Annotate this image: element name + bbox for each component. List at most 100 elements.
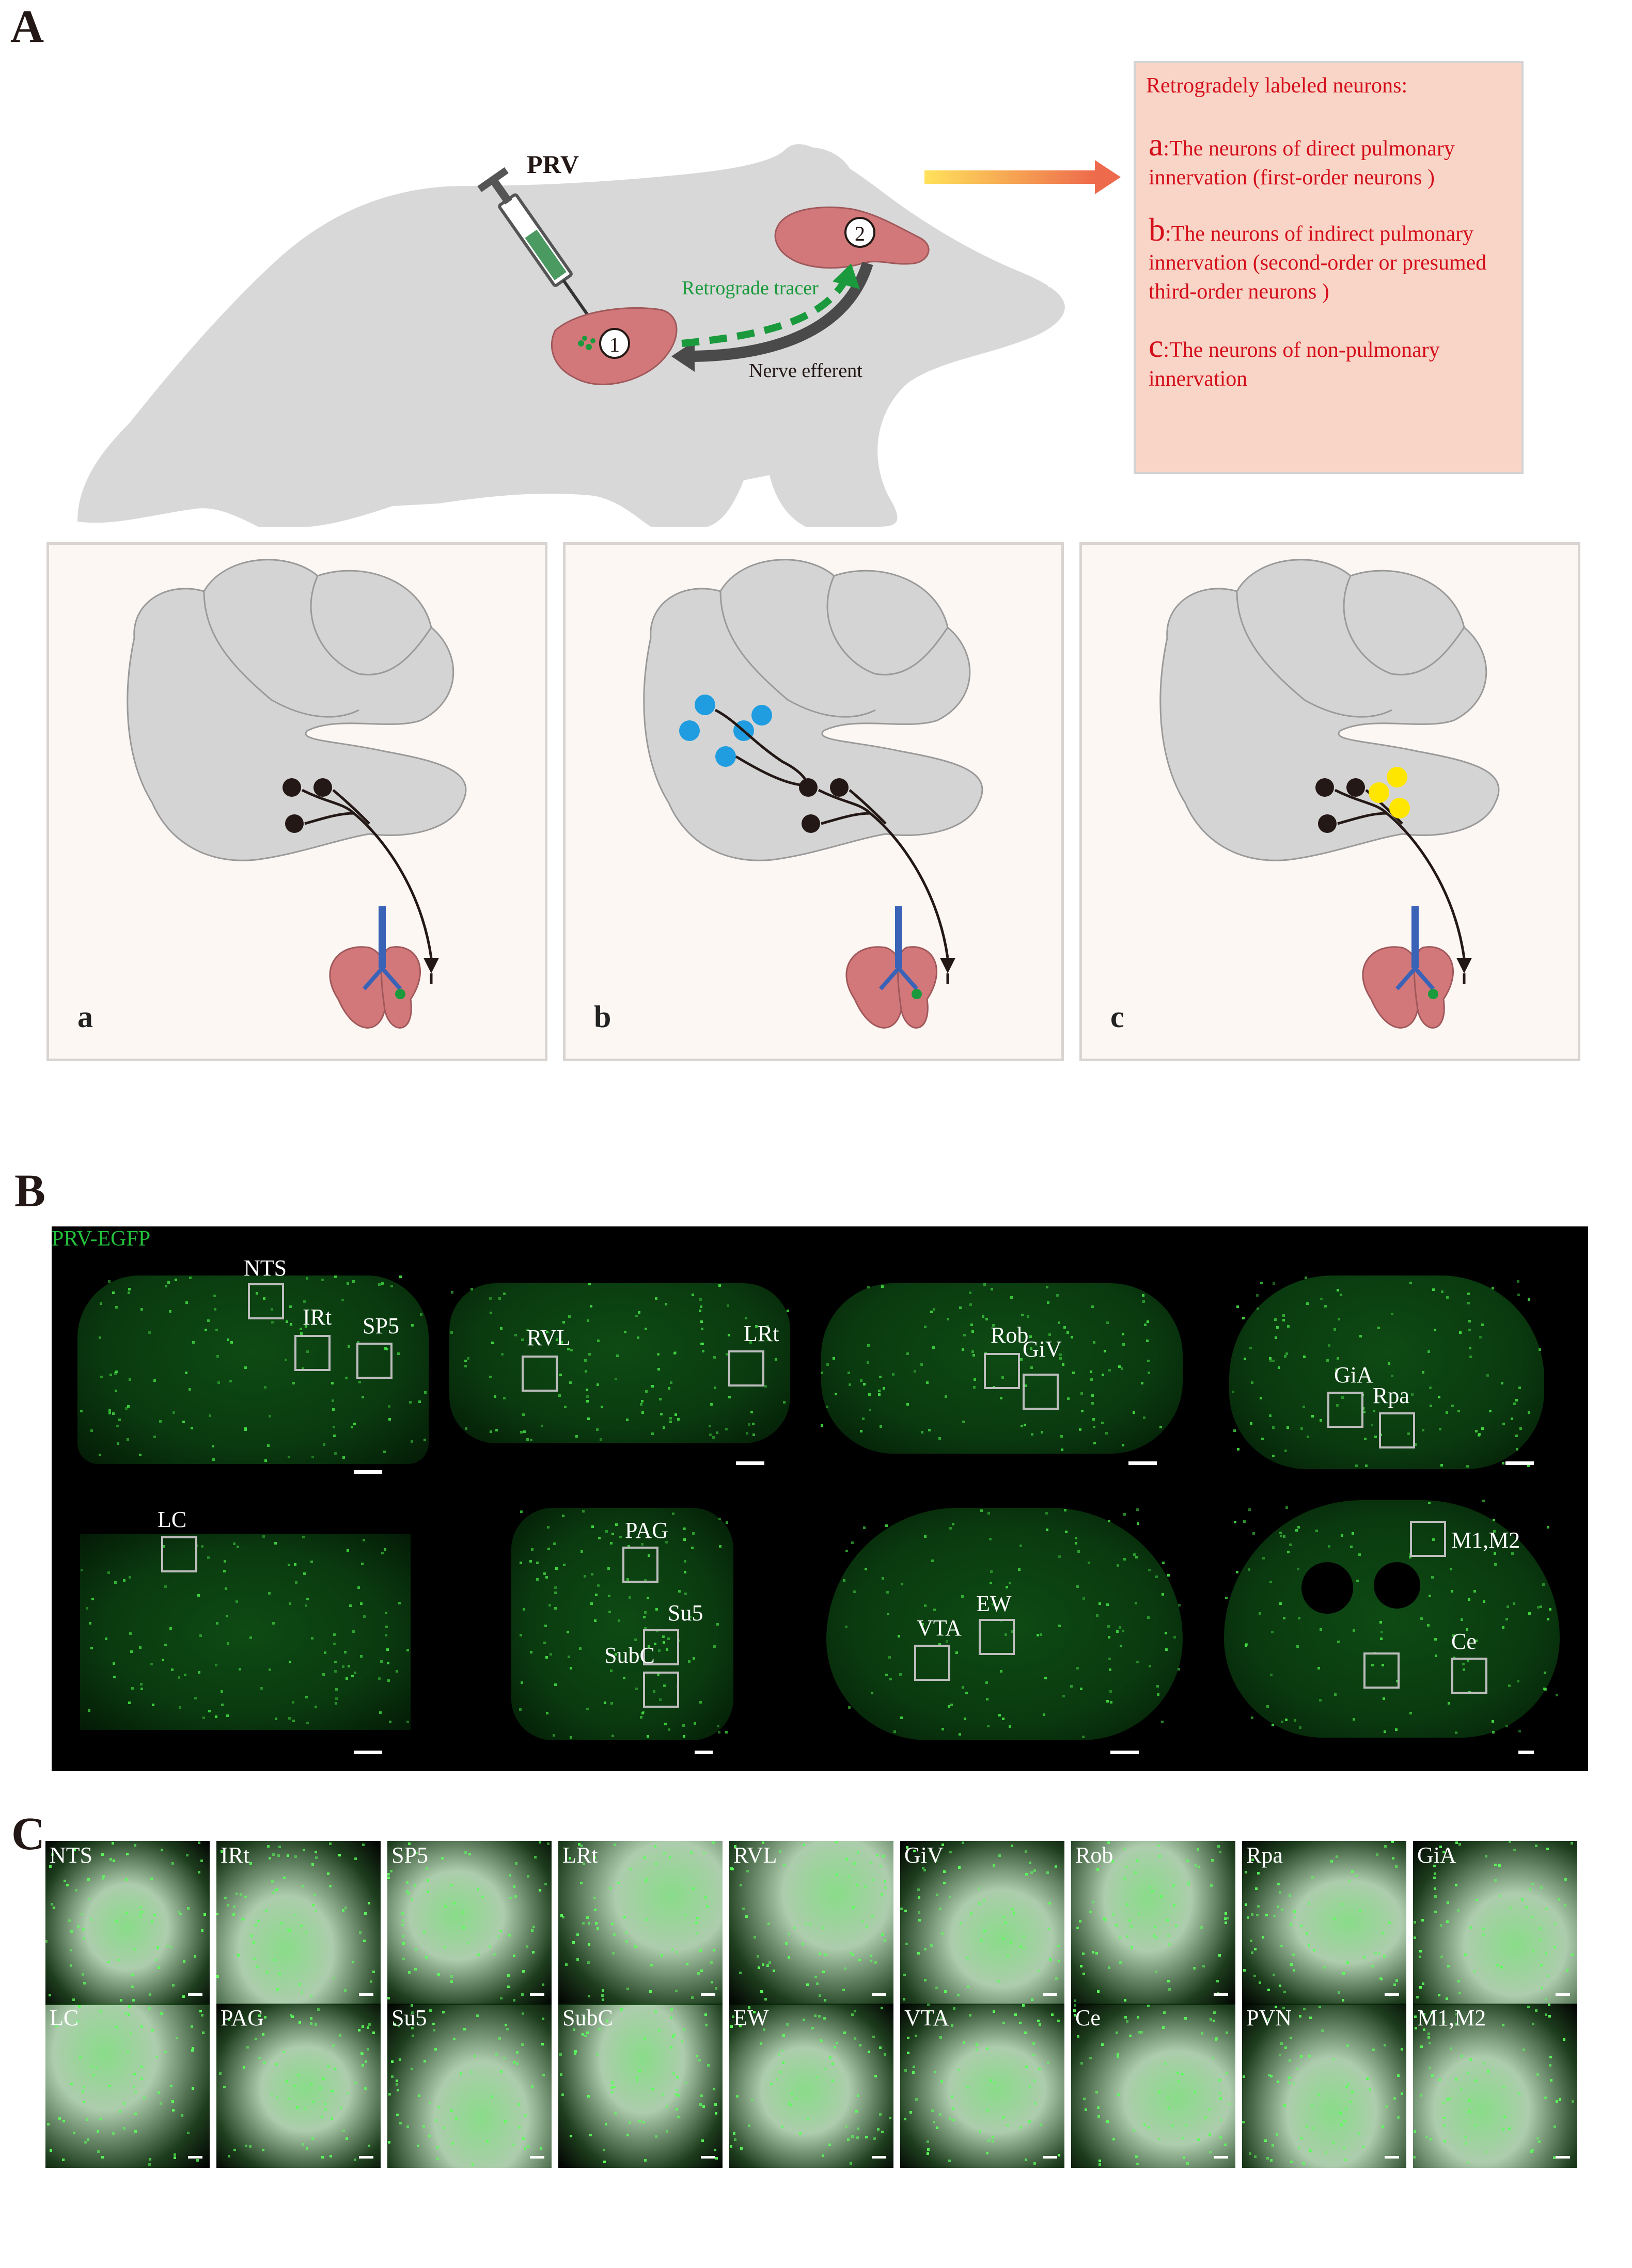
region-label-subc: SubC [604,1643,655,1668]
magnified-tile-label: Rob [1075,1842,1113,1868]
fluorescent-labeled-cells [1242,2004,1406,2168]
step-2-number: 2 [855,222,865,245]
non-pulmonary-neuron [1389,798,1410,818]
region-box-rpa [1379,1412,1415,1448]
region-box-ce [1451,1658,1487,1694]
magnified-tile-label: SubC [562,2005,613,2030]
slice-fluorescent-cells [826,1508,828,1509]
tile-scale-bar [1214,1993,1228,1996]
fluorescent-labeled-cells [1242,1841,1406,2005]
legend-item-a: a:The neurons of direct pulmonary innerv… [1149,128,1520,192]
lung-tracer-spot [912,989,922,999]
second-order-neuron [715,746,736,767]
region-box-gia [1327,1392,1363,1428]
region-box-m1m2 [1410,1521,1446,1557]
tile-scale-bar [530,1993,544,1996]
region-box-nts [248,1283,284,1319]
magnified-tile-label: RVL [733,1842,777,1868]
retrograde-tracer-label: Retrograde tracer [682,277,819,299]
legend-pointer-arrow [924,170,1095,184]
region-label-m1m2: M1,M2 [1451,1527,1520,1553]
brain-slice-7 [826,1508,1183,1740]
brain-slice-3 [821,1283,1183,1454]
magnified-tile-nts: NTS [45,1841,210,2005]
scale-bar-6 [695,1751,713,1754]
brain-slice-8-ventricle [1301,1562,1353,1614]
scale-bar-8 [1518,1751,1534,1754]
pathway-card-c: c [1079,542,1580,1061]
slice-fluorescent-cells [1224,1500,1226,1502]
pathway-card-b: b [563,542,1064,1061]
region-box-pag [622,1547,658,1583]
region-box-lc [161,1536,197,1572]
region-label-su5: Su5 [668,1600,703,1626]
non-pulmonary-neuron [1387,767,1407,788]
mouse-illustration: PRV 1 2 Retrograde tracer Nerve efferent [77,144,1121,527]
second-order-neuron [695,695,715,715]
magnified-tile-irt: IRt [216,1841,381,2005]
non-pulmonary-neuron [1369,782,1389,803]
magnified-tile-ce: Ce [1071,2004,1235,2168]
pathway-card-b-label: b [594,1000,611,1034]
region-label-lc: LC [158,1507,187,1532]
first-order-neuron [1346,778,1365,797]
legend-item-c-text: :The neurons of non-pulmonary innervatio… [1149,338,1440,391]
axon-path [304,812,354,825]
magnified-tile-label: LRt [562,1842,598,1868]
brain-fold [1236,591,1392,718]
region-box-lrt [728,1350,764,1387]
fluorescent-labeled-cells [900,2004,1064,2168]
region-box-rob [984,1353,1020,1389]
brain-outline [643,559,983,861]
magnified-tile-label: GiV [904,1842,944,1868]
region-label-rvl: RVL [527,1325,571,1350]
magnified-tile-pag: PAG [216,2004,381,2168]
first-order-neuron [802,814,820,833]
region-box-subc [643,1672,679,1708]
magnified-tile-pvn: PVN [1242,2004,1406,2168]
second-order-neuron [679,720,700,741]
tile-scale-bar [1214,2156,1228,2159]
lung-left [845,946,904,1029]
brain-fold [1343,575,1465,675]
tile-scale-bar [188,2156,202,2159]
magnified-tile-label: Su5 [391,2005,427,2030]
tile-scale-bar [872,2156,886,2159]
first-order-neuron [1315,778,1334,797]
trachea [379,906,386,968]
magnified-tile-gia: GiA [1413,1841,1577,2005]
fluorescent-labeled-cells [387,2004,552,2168]
fluorescent-labeled-cells [216,1841,381,2005]
tile-scale-bar [1556,1993,1570,1996]
tile-scale-bar [188,1993,202,1996]
magnified-tile-sp5: SP5 [387,1841,552,2005]
bronchi [878,967,919,990]
region-label-ew: EW [976,1591,1012,1616]
pathway-card-c-label: c [1110,1000,1124,1034]
pathway-diagram-c [1159,559,1500,1029]
magnified-tile-label: Rpa [1246,1842,1283,1868]
magnified-tile-ew: EW [729,2004,893,2168]
fluorescent-labeled-cells [45,2004,210,2168]
axon-path [818,789,949,958]
tile-scale-bar [1043,1993,1057,1996]
fluorescent-labeled-cells [216,2004,381,2168]
brain-fold [203,591,359,718]
tile-scale-bar [1556,2156,1570,2159]
scale-bar-1 [354,1470,382,1474]
brain-slice-1 [77,1275,429,1464]
second-order-neuron [751,705,772,726]
pathway-card-a: a [46,542,547,1061]
fluorescent-labeled-cells [1071,1841,1235,2005]
fluorescent-labeled-cells [558,1841,723,2005]
region-box-ew [979,1619,1015,1655]
magnified-tile-subc: SubC [558,2004,723,2168]
mouse-whiskers [1032,196,1106,288]
panel-letter-a: A [10,1,44,52]
fluorescent-labeled-cells [1413,2004,1577,2168]
brain-fold [826,575,949,675]
interneuron-path [714,708,810,788]
region-box-pvn [1363,1652,1400,1689]
fluorescent-labeled-cells [1071,2004,1235,2168]
region-label-nts: NTS [244,1255,287,1281]
